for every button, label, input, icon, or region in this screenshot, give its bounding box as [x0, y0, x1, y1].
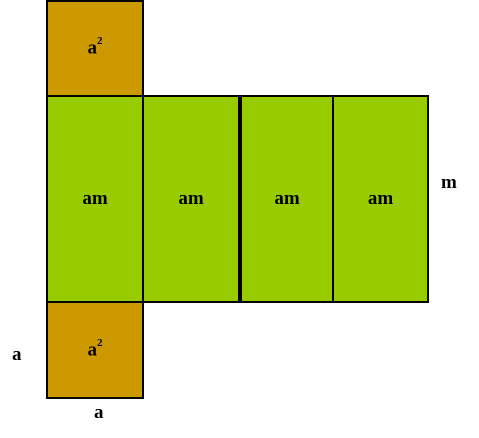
bottom-square-label: a2 — [87, 336, 103, 361]
top-square-label: a2 — [87, 35, 103, 59]
lateral-face-1-label: am — [82, 188, 108, 209]
square-side-label: a — [12, 344, 22, 365]
lateral-face-3: am — [238, 95, 334, 303]
lateral-face-4-label: am — [367, 188, 394, 209]
top-square-face: a2 — [46, 0, 144, 97]
lateral-face-1: am — [46, 95, 144, 303]
lateral-face-3-label: am — [274, 188, 300, 209]
bottom-square-face: a2 — [46, 301, 144, 399]
lateral-face-2-label: am — [178, 188, 204, 209]
lateral-face-4: am — [332, 95, 429, 303]
height-label: m — [441, 172, 457, 193]
square-bottom-label: a — [94, 402, 104, 423]
lateral-face-2: am — [142, 95, 240, 303]
